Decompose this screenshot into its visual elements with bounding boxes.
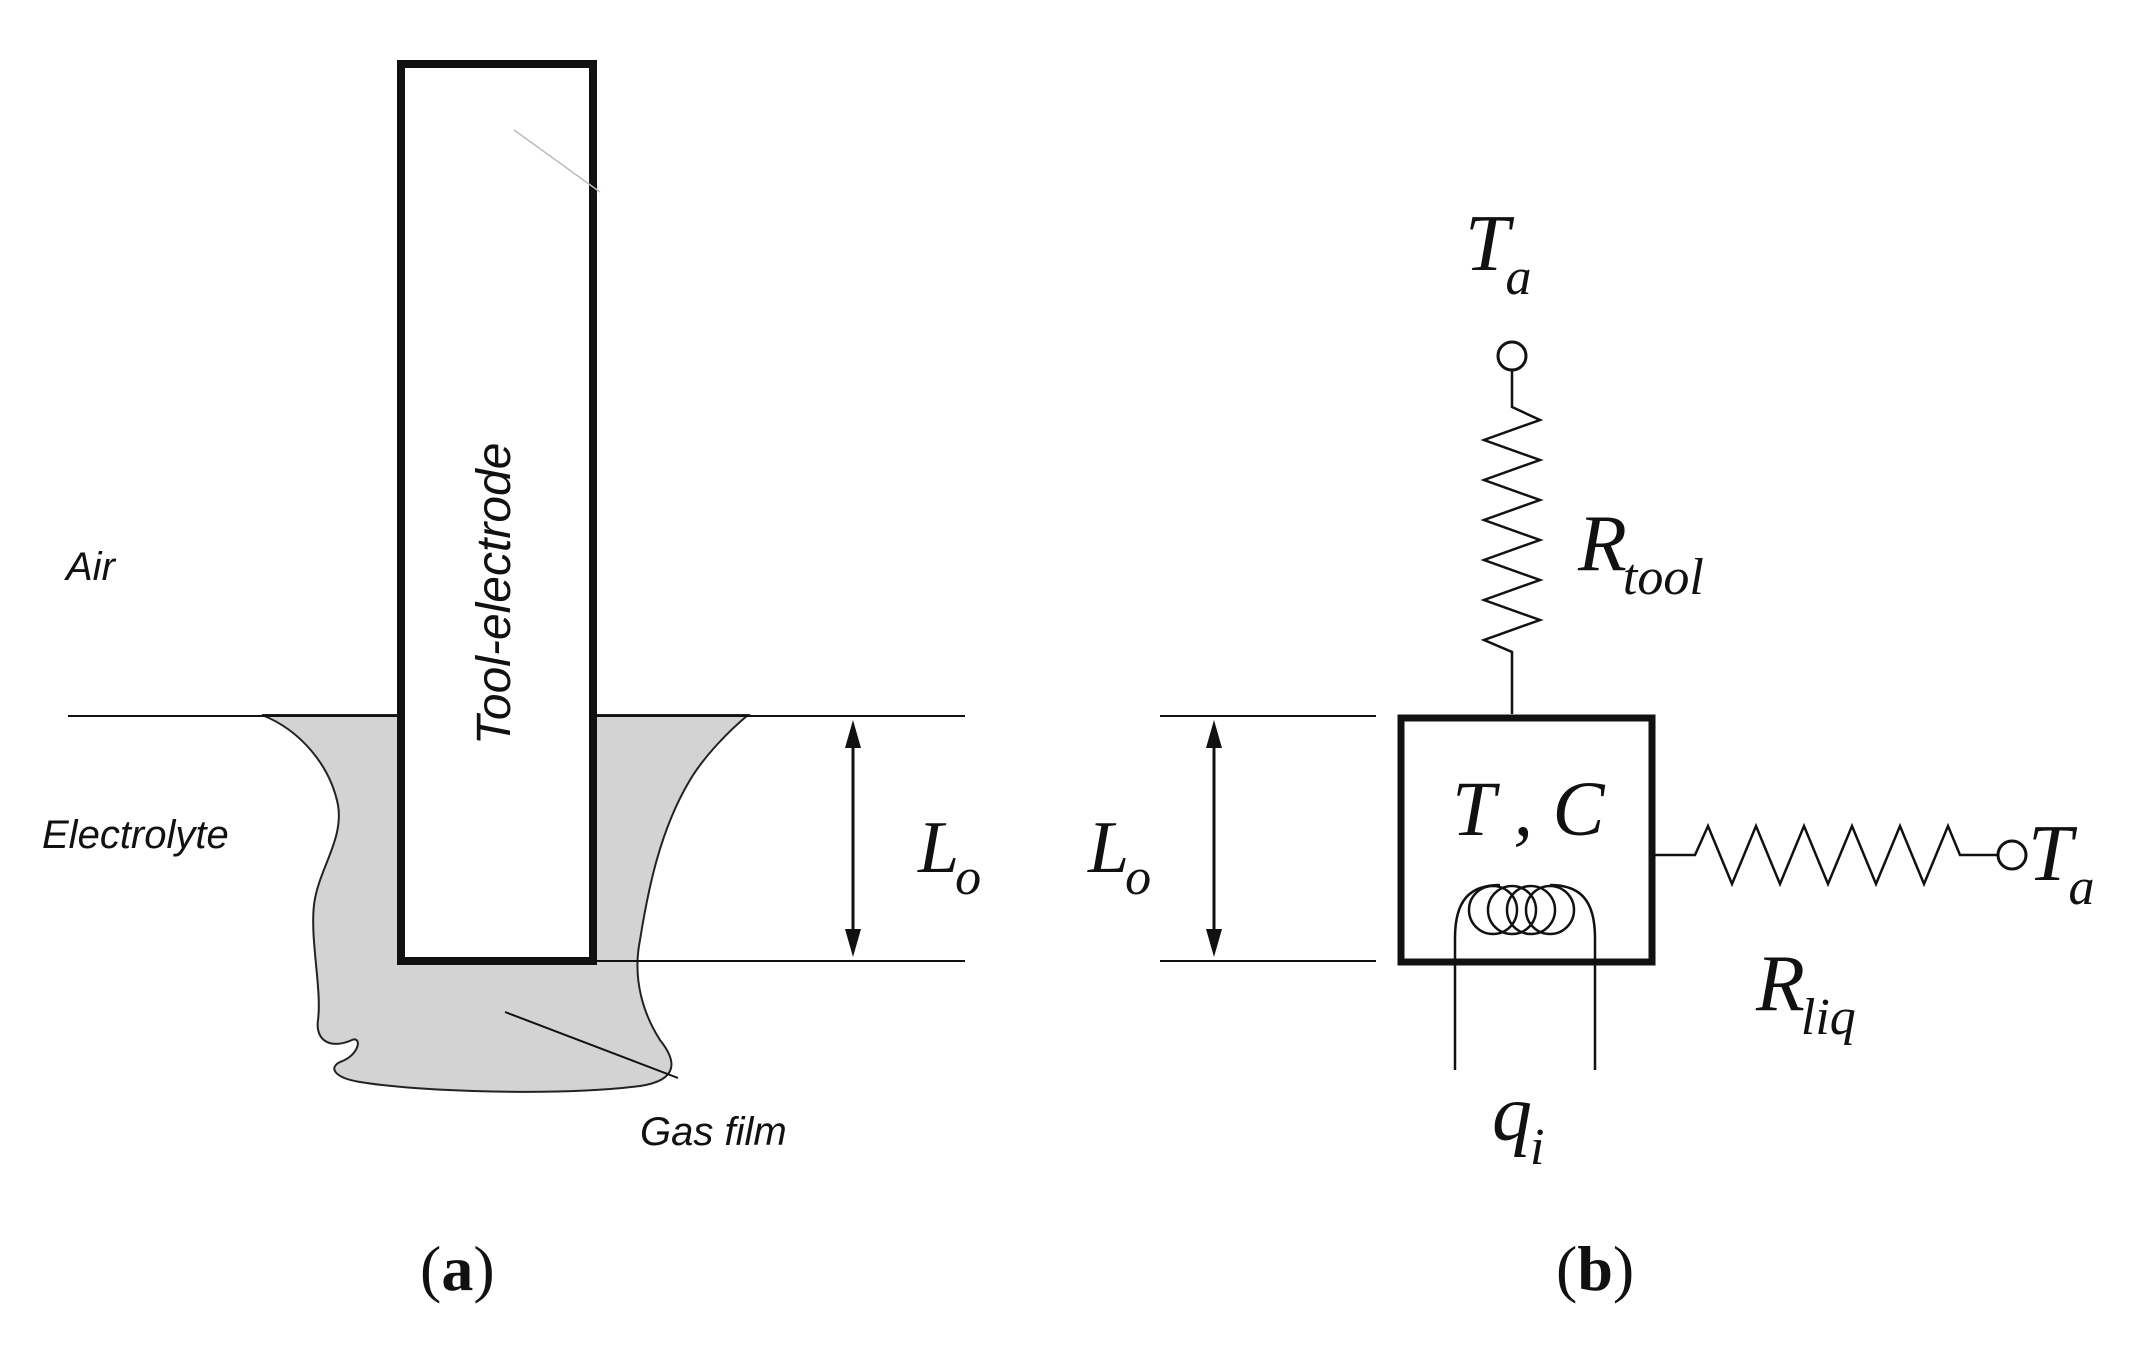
caption-b: (b) [1556,1233,1634,1304]
caption-a: (a) [420,1233,495,1304]
dimension-arrow-a [845,720,861,957]
label-heat-input: qi [1492,1070,1544,1176]
label-r-liq: Rliq [1755,940,1856,1046]
label-tool-electrode: Tool-electrode [468,443,521,745]
label-top-ta: Ta [1465,200,1532,306]
panel-a: Air Tool-electrode Electrolyte Gas film … [42,60,981,1304]
gas-film-leader-line [504,1011,679,1079]
scratch-mark [513,129,601,193]
resistor-tool [1480,370,1544,714]
resistor-liq [1655,822,1998,888]
dimension-label-a: Lo [917,807,981,906]
label-box-tc: T , C [1452,765,1605,852]
tool-electrode [397,60,597,965]
label-air: Air [64,545,117,589]
node-box [1397,714,1656,966]
label-electrolyte: Electrolyte [42,813,229,857]
dimension-label-b: Lo [1087,807,1151,906]
label-gas-film: Gas film [640,1110,787,1154]
right-terminal [1996,839,2028,871]
heater-coil [1453,883,1597,1070]
panel-b: Ta Rtool T , C Ta Rliq qi Lo (b) [1087,200,2095,1304]
label-r-tool: Rtool [1577,500,1704,606]
dimension-arrow-b [1206,720,1222,957]
label-right-ta: Ta [2028,810,2095,916]
top-terminal [1496,340,1528,372]
